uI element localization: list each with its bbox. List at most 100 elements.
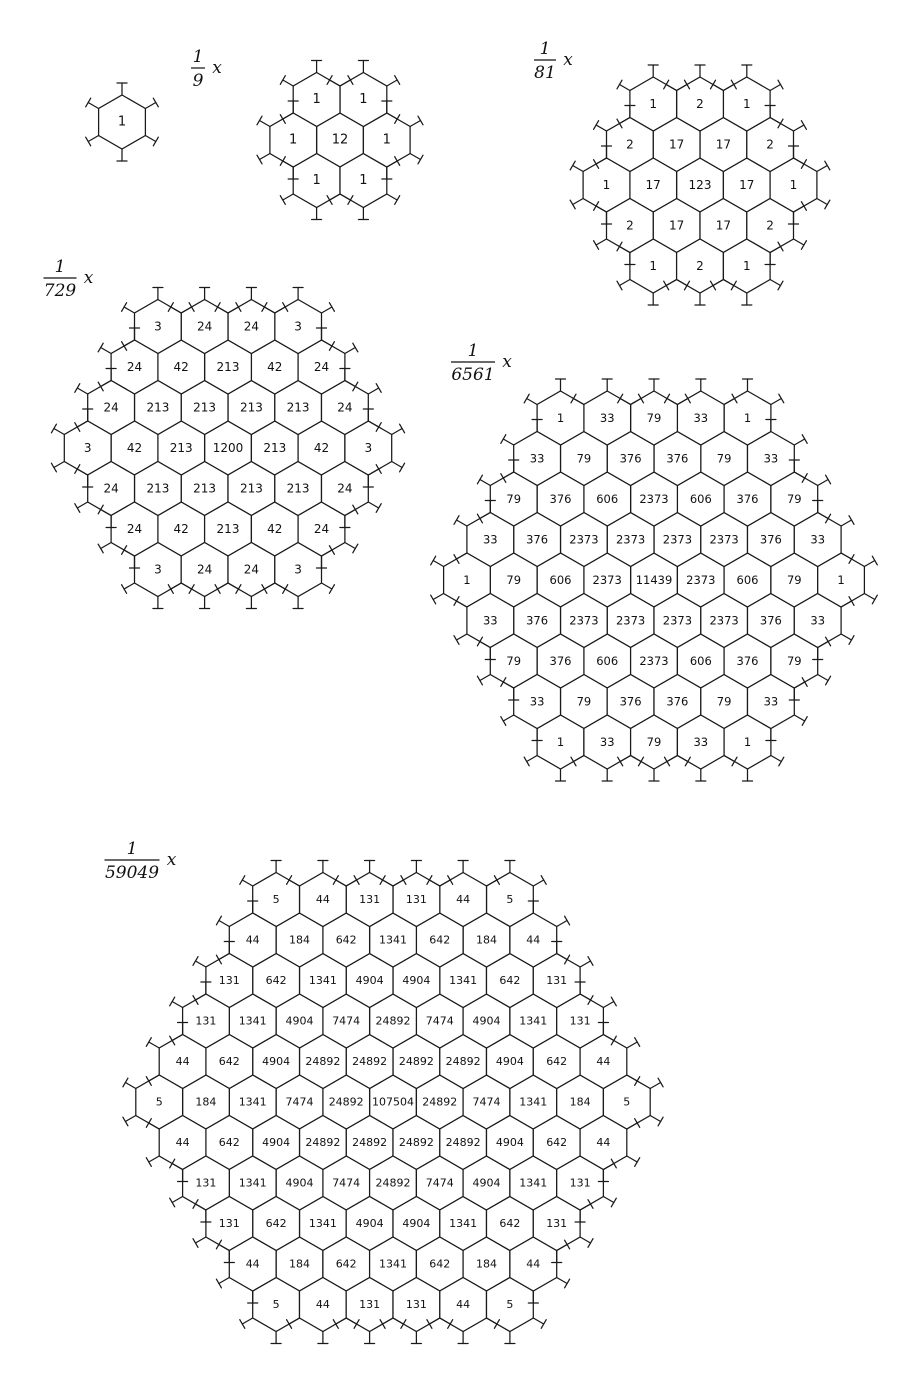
- edge-stub-fork: [328, 341, 336, 351]
- edge-stub-fork: [398, 423, 406, 434]
- edge-stub: [769, 245, 782, 254]
- cell-weight: 24892: [376, 1015, 411, 1028]
- cell-weight: 24892: [399, 1136, 434, 1149]
- cell-weight: 1: [837, 573, 844, 587]
- edge-stub: [792, 124, 805, 132]
- edge-stub: [367, 501, 380, 509]
- edge-stub-fork: [192, 995, 199, 1005]
- cell-weight: 376: [737, 654, 759, 668]
- fraction-numerator: 1: [55, 257, 66, 277]
- cell-weight: 131: [406, 893, 427, 906]
- edge-stub-fork: [285, 1319, 293, 1329]
- edge-stub-fork: [235, 584, 242, 594]
- edge-stub-fork: [493, 875, 501, 885]
- edge-stub: [769, 116, 782, 125]
- edge-stub-fork: [192, 1199, 199, 1209]
- cell-weight: 131: [219, 974, 240, 987]
- cell-weight: 24892: [329, 1096, 364, 1109]
- cell-weight: 606: [596, 654, 618, 668]
- edge-stub-fork: [500, 434, 507, 444]
- cell-weight: 642: [429, 1258, 450, 1271]
- scale-factor-label: 19x: [191, 47, 222, 91]
- edge-stub-fork: [731, 393, 738, 404]
- edge-stub: [339, 79, 352, 87]
- edge-stub: [619, 397, 632, 406]
- cell-weight: 131: [570, 1177, 591, 1190]
- cell-weight: 3: [84, 441, 92, 455]
- edge-stub: [793, 681, 806, 689]
- cell-weight: 1341: [449, 1217, 477, 1230]
- edge-stub-fork: [74, 422, 81, 432]
- edge-stub-fork: [617, 393, 624, 404]
- fraction-denominator: 729: [44, 281, 77, 301]
- cell-weight: 3: [294, 320, 302, 334]
- cell-weight: 44: [316, 893, 330, 906]
- edge-stub-fork: [74, 503, 81, 513]
- cell-weight: 3: [364, 441, 372, 455]
- edge-stub: [792, 157, 805, 165]
- edge-stub-fork: [683, 280, 691, 291]
- edge-stub: [579, 1203, 592, 1211]
- edge-stub-fork: [188, 584, 195, 594]
- fraction-numerator: 1: [468, 341, 479, 361]
- cell-weight: 24: [337, 401, 352, 415]
- edge-stub-fork: [848, 515, 855, 525]
- edge-stub: [386, 79, 398, 87]
- edge-stub-fork: [616, 280, 623, 291]
- edge-stub: [455, 552, 468, 560]
- edge-stub: [665, 83, 678, 92]
- edge-stub: [602, 1033, 615, 1042]
- edge-stub-fork: [540, 1319, 547, 1329]
- edge-stub-fork: [824, 474, 832, 485]
- edge-stub-fork: [540, 875, 547, 885]
- cell-weight: 24: [103, 482, 118, 496]
- edge-stub-fork: [848, 635, 855, 645]
- edge-stub-fork: [731, 756, 738, 767]
- cell-weight: 2: [766, 138, 774, 152]
- cell-weight: 24: [244, 563, 259, 577]
- edge-stub-fork: [97, 543, 104, 554]
- edge-stub: [595, 238, 608, 246]
- edge-stub-fork: [214, 302, 221, 312]
- cell-weight: 131: [359, 893, 380, 906]
- cell-weight: 131: [406, 1298, 427, 1311]
- edge-stub-fork: [610, 1035, 617, 1046]
- edge-stub: [171, 1195, 184, 1204]
- cell-weight: 642: [219, 1136, 240, 1149]
- cell-weight: 1341: [239, 1177, 267, 1190]
- edge-stub-fork: [476, 513, 484, 524]
- edge-stub: [345, 1317, 358, 1325]
- edge-stub: [770, 397, 782, 406]
- edge-stub-fork: [500, 716, 507, 726]
- edge-stub: [502, 714, 515, 722]
- edge-stub-fork: [347, 195, 354, 205]
- edge-stub: [572, 164, 584, 173]
- cell-weight: 24: [314, 522, 329, 536]
- edge-stub: [792, 205, 805, 213]
- edge-stub-fork: [800, 159, 808, 169]
- edge-stub: [148, 1155, 160, 1163]
- cell-weight: 1: [557, 735, 564, 749]
- cell-weight: 131: [546, 1217, 567, 1230]
- cell-weight: 131: [570, 1015, 591, 1028]
- edge-stub: [556, 1276, 568, 1285]
- edge-stub-fork: [353, 1319, 360, 1329]
- cell-weight: 5: [273, 1298, 280, 1311]
- edge-stub: [666, 397, 679, 406]
- edge-stub-fork: [587, 956, 594, 966]
- edge-stub: [439, 879, 451, 887]
- edge-stub-fork: [587, 1238, 594, 1248]
- edge-stub-fork: [848, 554, 855, 564]
- cell-weight: 213: [240, 401, 263, 415]
- edge-stub-fork: [145, 1118, 152, 1128]
- edge-stub: [723, 754, 736, 763]
- cell-weight: 3: [154, 563, 162, 577]
- edge-stub: [723, 397, 736, 406]
- cell-weight: 213: [263, 441, 286, 455]
- cell-weight: 24892: [305, 1136, 340, 1149]
- cell-weight: 184: [289, 1258, 310, 1271]
- cell-weight: 7474: [332, 1015, 360, 1028]
- cell-weight: 79: [787, 654, 802, 668]
